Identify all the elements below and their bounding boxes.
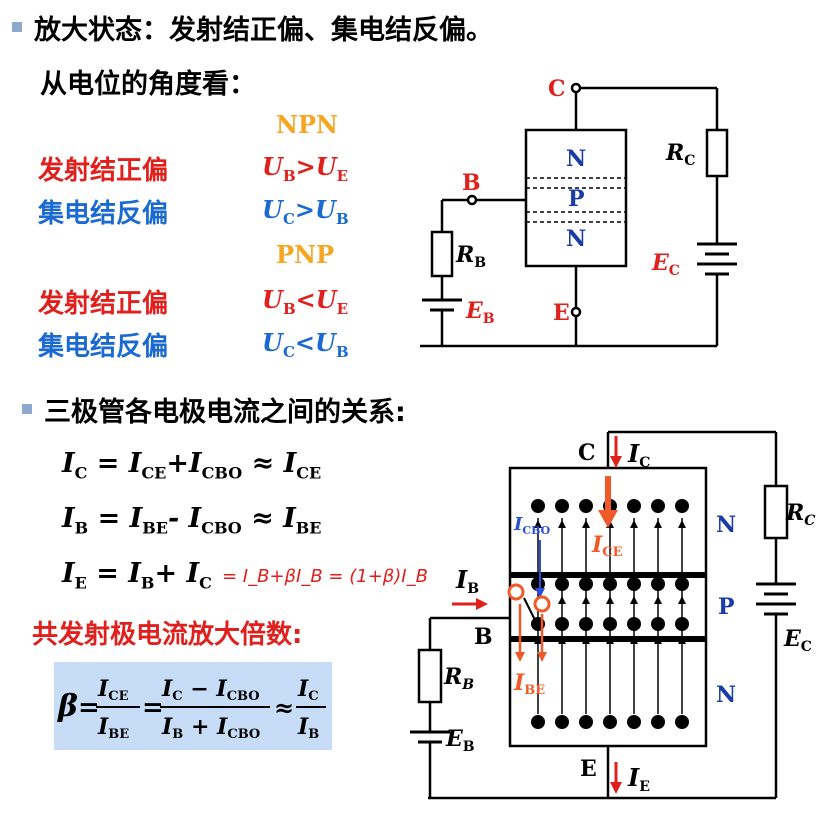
pnp-emitter-label: 发射结正偏 bbox=[38, 289, 169, 319]
electron-dot bbox=[627, 499, 641, 513]
c2-layer-bot: N bbox=[716, 682, 736, 708]
hole-2 bbox=[533, 595, 551, 613]
equation-ie: IE = IB+ IC bbox=[62, 558, 212, 593]
drift-arrowhead bbox=[654, 520, 662, 528]
svg-text:=: = bbox=[78, 693, 100, 723]
pnp-collector-label: 集电结反偏 bbox=[38, 332, 169, 362]
svg-text:IB + ICBO: IB + ICBO bbox=[161, 714, 260, 742]
drift-arrowhead bbox=[558, 520, 566, 528]
svg-text:=: = bbox=[142, 693, 164, 723]
junction-bottom bbox=[510, 636, 706, 642]
rc2-resistor bbox=[763, 484, 789, 540]
electron-dot bbox=[675, 499, 689, 513]
c2-ibe-label: IBE bbox=[513, 670, 545, 698]
svg-text:IC − ICBO: IC − ICBO bbox=[161, 676, 260, 704]
c2-rb-label: RB bbox=[443, 664, 474, 693]
drift-arrowhead bbox=[678, 636, 686, 644]
section2-title: 三极管各电极电流之间的关系: bbox=[44, 397, 406, 428]
drift-arrowhead bbox=[678, 520, 686, 528]
electron-dot bbox=[627, 715, 641, 729]
electron-dot bbox=[603, 715, 617, 729]
npn-header: NPN bbox=[276, 110, 338, 139]
c2-layer-mid: P bbox=[718, 594, 735, 620]
npn-collector-label: 集电结反偏 bbox=[38, 199, 169, 229]
svg-text:IBE: IBE bbox=[97, 714, 129, 742]
pnp-header: PNP bbox=[276, 240, 335, 269]
handwritten-note: = I_B+βI_B = (1+β)I_B bbox=[222, 566, 428, 587]
npn-collector-cond: UC>UB bbox=[262, 195, 349, 228]
drift-arrowhead bbox=[534, 520, 542, 528]
c1-terminal-c: C bbox=[548, 76, 566, 102]
beta-formula: β = ICE IBE = IC − ICBO IB + ICBO ≈ IC I… bbox=[57, 676, 326, 742]
c1-layer-bot: N bbox=[566, 226, 586, 252]
drift-arrowhead bbox=[630, 596, 638, 604]
c1-terminal-e: E bbox=[553, 300, 570, 326]
electron-dot bbox=[579, 499, 593, 513]
electron-dot bbox=[651, 715, 665, 729]
c1-rc-label: RC bbox=[665, 140, 695, 169]
rb2-resistor bbox=[417, 648, 443, 704]
carrier-dots bbox=[531, 499, 689, 729]
circuit-1: C B E N P N RC RB EC EB bbox=[420, 76, 737, 348]
c2-ec-label: EC bbox=[783, 626, 812, 655]
electron-dot bbox=[675, 715, 689, 729]
drift-arrowhead bbox=[582, 636, 590, 644]
drift-arrowhead bbox=[654, 596, 662, 604]
pnp-collector-cond: UC<UB bbox=[262, 328, 349, 361]
c2-icbo-label: ICBO bbox=[513, 514, 551, 537]
drift-arrowhead bbox=[654, 636, 662, 644]
drift-arrowhead bbox=[630, 520, 638, 528]
c2-ib-label: IB bbox=[455, 565, 479, 597]
c2-terminal-e: E bbox=[580, 756, 597, 782]
drift-arrowhead bbox=[582, 596, 590, 604]
drift-arrowhead bbox=[534, 636, 542, 644]
electron-dot bbox=[651, 499, 665, 513]
c2-ice-label: ICE bbox=[591, 532, 623, 560]
hole-1 bbox=[507, 583, 525, 601]
npn-emitter-label: 发射结正偏 bbox=[38, 156, 169, 186]
svg-text:IC: IC bbox=[297, 676, 319, 704]
bullet bbox=[22, 404, 32, 414]
c1-rb-label: RB bbox=[455, 242, 486, 271]
beta-symbol: β bbox=[57, 689, 78, 724]
c2-ie-label: IE bbox=[627, 763, 650, 795]
c2-terminal-b: B bbox=[474, 624, 493, 650]
drift-arrowhead bbox=[630, 636, 638, 644]
electron-dot bbox=[555, 499, 569, 513]
equation-ic: IC = ICE+ICBO ≈ ICE bbox=[62, 448, 322, 483]
c1-eb-label: EB bbox=[465, 298, 495, 327]
equation-ib: IB = IBE- ICBO ≈ IBE bbox=[62, 503, 322, 538]
electron-dot bbox=[579, 715, 593, 729]
svg-text:IB: IB bbox=[297, 714, 319, 742]
electron-dot bbox=[531, 499, 545, 513]
drift-arrowhead bbox=[606, 596, 614, 604]
svg-text:ICE: ICE bbox=[97, 676, 129, 704]
c1-ec-label: EC bbox=[651, 250, 680, 279]
svg-text:≈: ≈ bbox=[274, 693, 294, 722]
drift-arrowhead bbox=[582, 520, 590, 528]
junction-top bbox=[510, 572, 706, 578]
pnp-emitter-cond: UB<UE bbox=[262, 285, 349, 318]
gain-title: 共发射极电流放大倍数: bbox=[32, 620, 303, 650]
electron-dot bbox=[555, 715, 569, 729]
drift-arrowhead bbox=[678, 596, 686, 604]
bullet bbox=[12, 22, 22, 32]
c2-ic-label: IC bbox=[627, 439, 650, 471]
c1-layer-top: N bbox=[566, 146, 586, 172]
drift-arrowhead bbox=[606, 636, 614, 644]
c2-layer-top: N bbox=[716, 512, 736, 538]
section1-title: 放大状态：发射结正偏、集电结反偏。 bbox=[34, 15, 493, 46]
c2-rc-label: RC bbox=[785, 500, 815, 529]
c2-terminal-c: C bbox=[578, 440, 596, 466]
section1-subtitle: 从电位的角度看： bbox=[40, 69, 256, 100]
npn-emitter-cond: UB>UE bbox=[262, 152, 349, 185]
drift-arrowhead bbox=[558, 636, 566, 644]
c1-layer-mid: P bbox=[568, 186, 585, 212]
electron-dot bbox=[531, 715, 545, 729]
drift-arrowhead bbox=[558, 596, 566, 604]
c1-terminal-b: B bbox=[462, 170, 481, 196]
c2-eb-label: EB bbox=[445, 726, 475, 755]
